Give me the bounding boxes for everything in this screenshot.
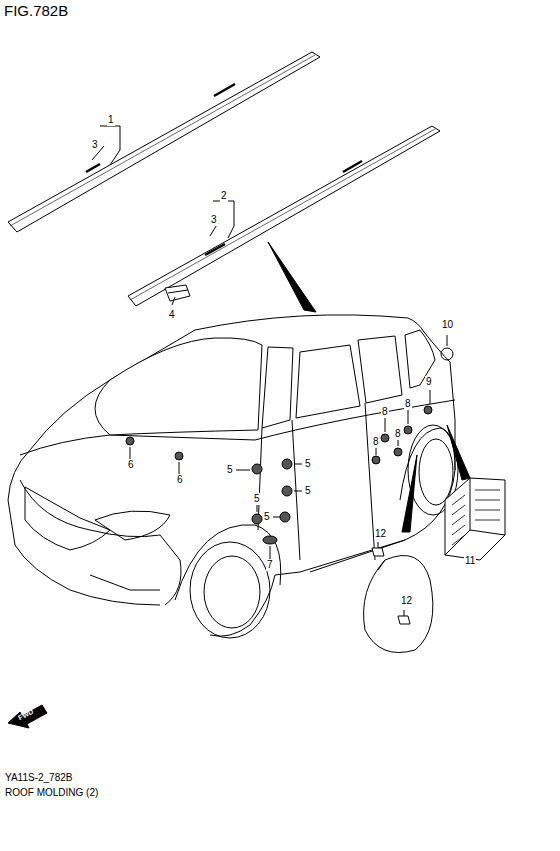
callout-number: 3: [91, 139, 99, 151]
callout-number: 1: [107, 114, 115, 126]
callout-number: 8: [372, 436, 380, 448]
callout-number: 6: [127, 459, 135, 471]
callout-number: 10: [441, 319, 454, 331]
callout-number: 12: [374, 528, 387, 540]
figure-title: FIG.782B: [4, 3, 68, 19]
callout-number: 8: [404, 398, 412, 410]
callout-number: 11: [464, 555, 476, 567]
figure-code: YA11S-2_782B: [5, 772, 72, 784]
callout-number: 5: [253, 493, 261, 505]
callout-number: 12: [400, 595, 413, 607]
callout-number: 6: [176, 474, 184, 486]
callout-number: 5: [304, 458, 312, 470]
callout-number: 9: [425, 376, 433, 388]
callout-number: 8: [381, 406, 389, 418]
callout-number: 2: [220, 190, 228, 202]
callout-number: 4: [168, 309, 176, 321]
callout-number: 5: [304, 485, 312, 497]
callout-number: 8: [394, 428, 402, 440]
callout-number: 5: [226, 464, 234, 476]
figure-caption: ROOF MOLDING (2): [5, 787, 98, 799]
callout-number: 3: [210, 214, 218, 226]
callout-number: 7: [266, 559, 274, 571]
callout-number: 5: [263, 511, 271, 523]
